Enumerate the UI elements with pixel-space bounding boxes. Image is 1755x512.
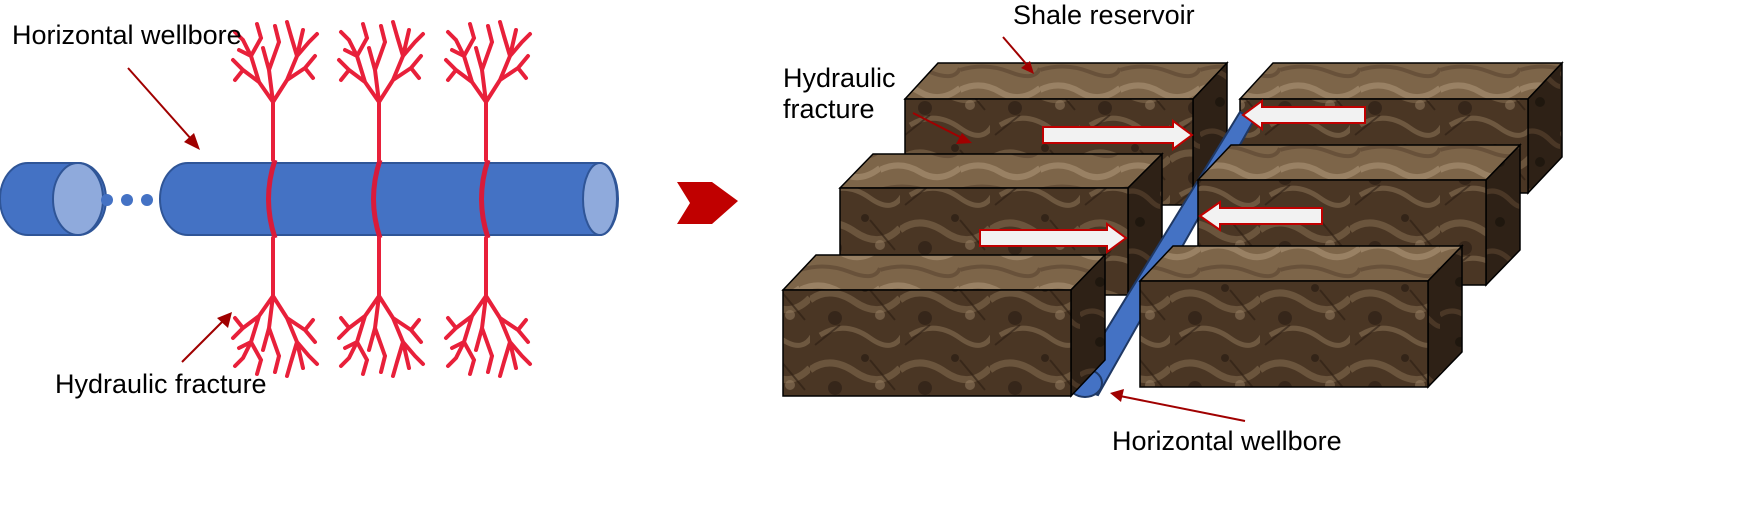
flow-arrow-icon [1042,119,1194,151]
right-wellbore-callout [1110,389,1246,422]
shale-block-front-right [1138,244,1464,389]
horizontal-wellbore-pipe [159,162,619,236]
fracture-cluster-1 [231,20,319,378]
right-fracture-label-line2: fracture [783,94,875,124]
reservoir-callout [1002,36,1034,74]
left-wellbore-label: Horizontal wellbore [12,20,242,50]
short-pipe-segment [0,162,107,236]
right-fracture-callout [912,112,972,144]
left-wellbore-callout [127,67,200,150]
fracture-cluster-3 [444,20,532,378]
flow-arrow-icon [1241,99,1366,131]
shale-block-front-left [781,253,1107,398]
left-fracture-label: Hydraulic fracture [55,369,267,399]
left-panel: Horizontal wellbore Hydraulic fracture [0,20,619,399]
process-arrow-icon [677,182,738,224]
reservoir-label: Shale reservoir [1013,0,1195,30]
right-panel: Shale reservoir Hydraulic fracture Horiz… [781,0,1564,456]
flow-arrow-icon [1198,200,1323,232]
fracture-cluster-2 [337,20,425,378]
left-fracture-callout [181,312,232,363]
ellipsis-dots-icon [101,194,153,206]
right-fracture-label-line1: Hydraulic [783,63,896,93]
right-wellbore-label: Horizontal wellbore [1112,426,1342,456]
flow-arrow-icon [979,222,1128,254]
